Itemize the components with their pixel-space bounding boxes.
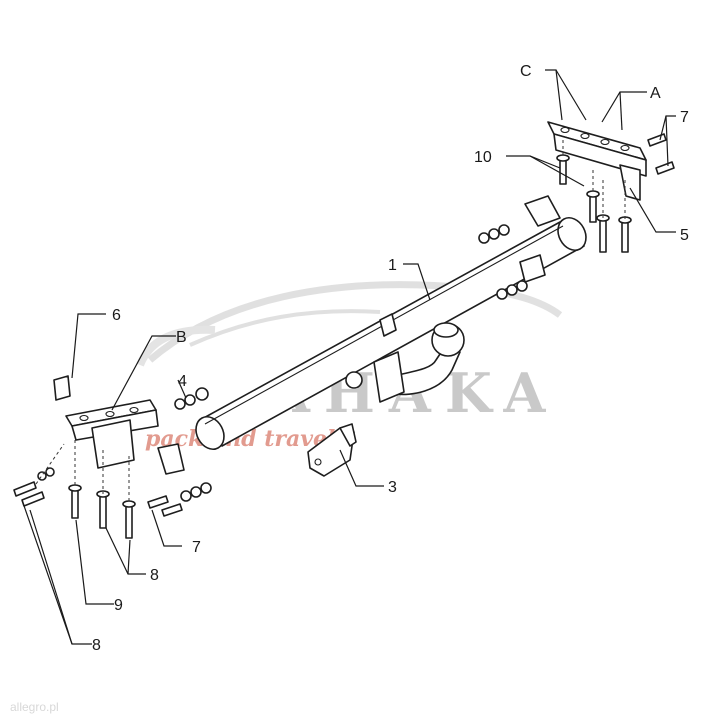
- label-part-8-mid: 8: [150, 567, 159, 584]
- watermark-car-logo: [136, 281, 563, 367]
- label-part-6: 6: [112, 307, 121, 324]
- right-bracket-bolts: [556, 140, 632, 253]
- leader-lines: [21, 69, 676, 645]
- tow-ball-assembly: [345, 313, 465, 403]
- left-bolts: [13, 440, 183, 539]
- label-part-3: 3: [388, 479, 397, 496]
- label-part-7-top: 7: [680, 109, 689, 126]
- left-mounting-bracket: [53, 375, 185, 475]
- label-part-4: 4: [178, 373, 187, 390]
- label-part-7-bottom: 7: [192, 539, 201, 556]
- label-letter-a: A: [650, 85, 661, 102]
- label-letter-b: B: [176, 329, 187, 346]
- washer-stack-4: [174, 387, 212, 502]
- label-part-8-bottom: 8: [92, 637, 101, 654]
- label-letter-c: C: [520, 63, 532, 80]
- label-part-1: 1: [388, 257, 397, 274]
- right-mounting-bracket: [519, 121, 647, 283]
- label-part-10: 10: [474, 149, 492, 166]
- source-watermark: allegro.pl: [10, 700, 59, 714]
- socket-plate: [307, 423, 357, 477]
- side-bolts-top: [647, 133, 675, 175]
- label-part-5: 5: [680, 227, 689, 244]
- tube-nuts-right: [478, 224, 528, 300]
- label-part-9: 9: [114, 597, 123, 614]
